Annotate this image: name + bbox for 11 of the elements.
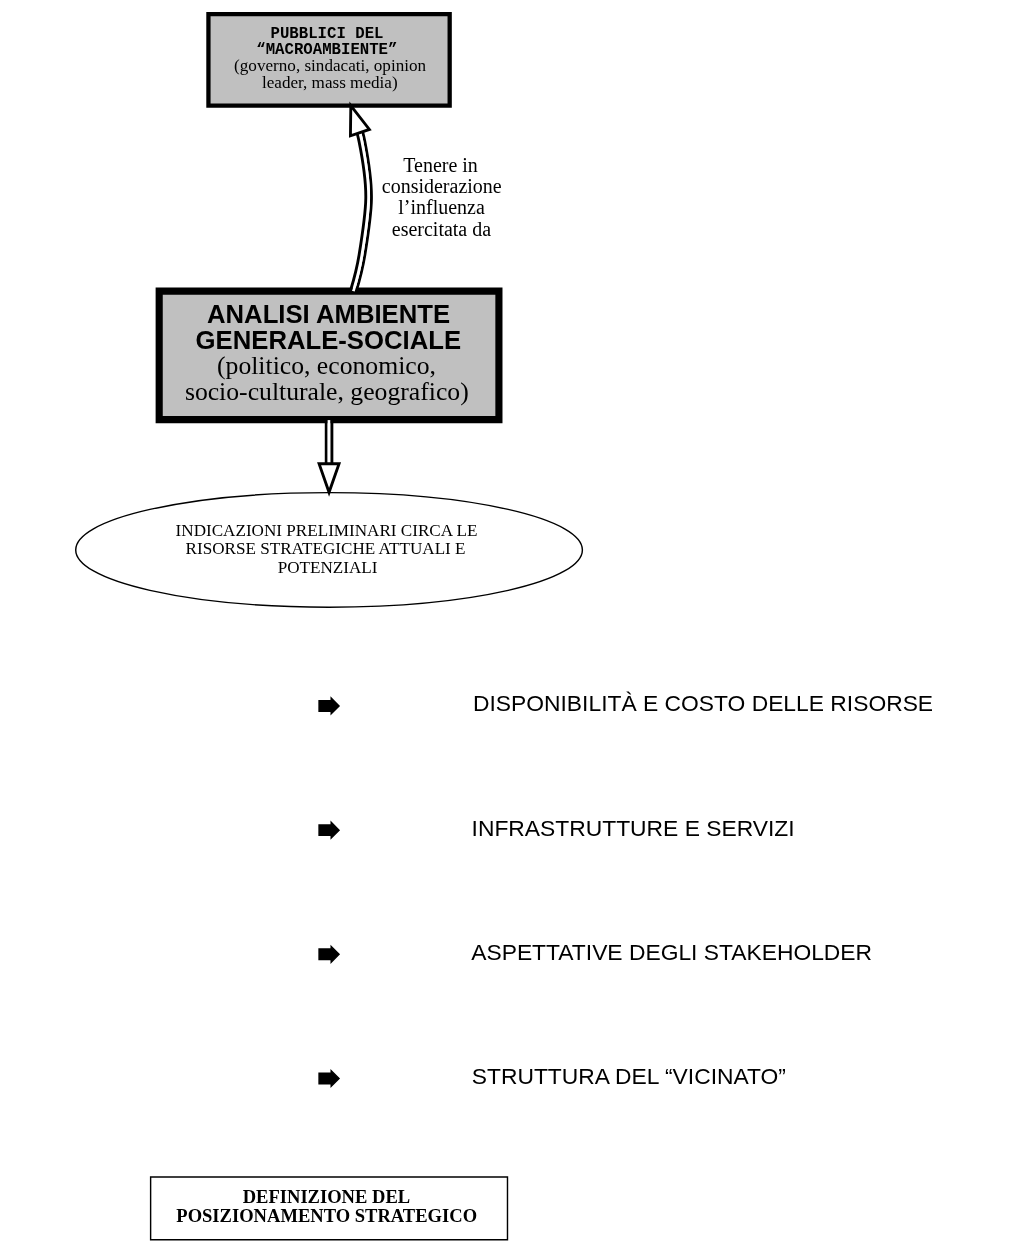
edge-label: Tenere in considerazione l’influenza esercitata da: [381, 153, 502, 240]
node-ellipse: INDICAZIONI PRELIMINARI CIRCA LE RISORSE STRATEGICHE ATTUALI E POTENZIALI: [75, 491, 584, 608]
node-box: DEFINIZIONE DEL POSIZIONAMENTO STRATEGICO: [149, 1176, 509, 1241]
label: STRUTTURA DEL “VICINATO”: [471, 1062, 786, 1089]
arrow: [349, 101, 373, 293]
label: INFRASTRUTTURE E SERVIZI: [471, 814, 795, 841]
node-box: ANALISI AMBIENTE GENERALE-SOCIALE (politico, economico, socio-culturale, geografico): [155, 287, 503, 424]
label: DISPONIBILITÀ E COSTO DELLE RISORSE: [473, 690, 934, 717]
label: ASPETTATIVE DEGLI STAKEHOLDER: [471, 938, 873, 965]
arrow: [317, 420, 342, 497]
node-box: PUBBLICI DEL “MACROAMBIENTE” (governo, sindacati, opinion leader, mass media): [206, 12, 452, 108]
